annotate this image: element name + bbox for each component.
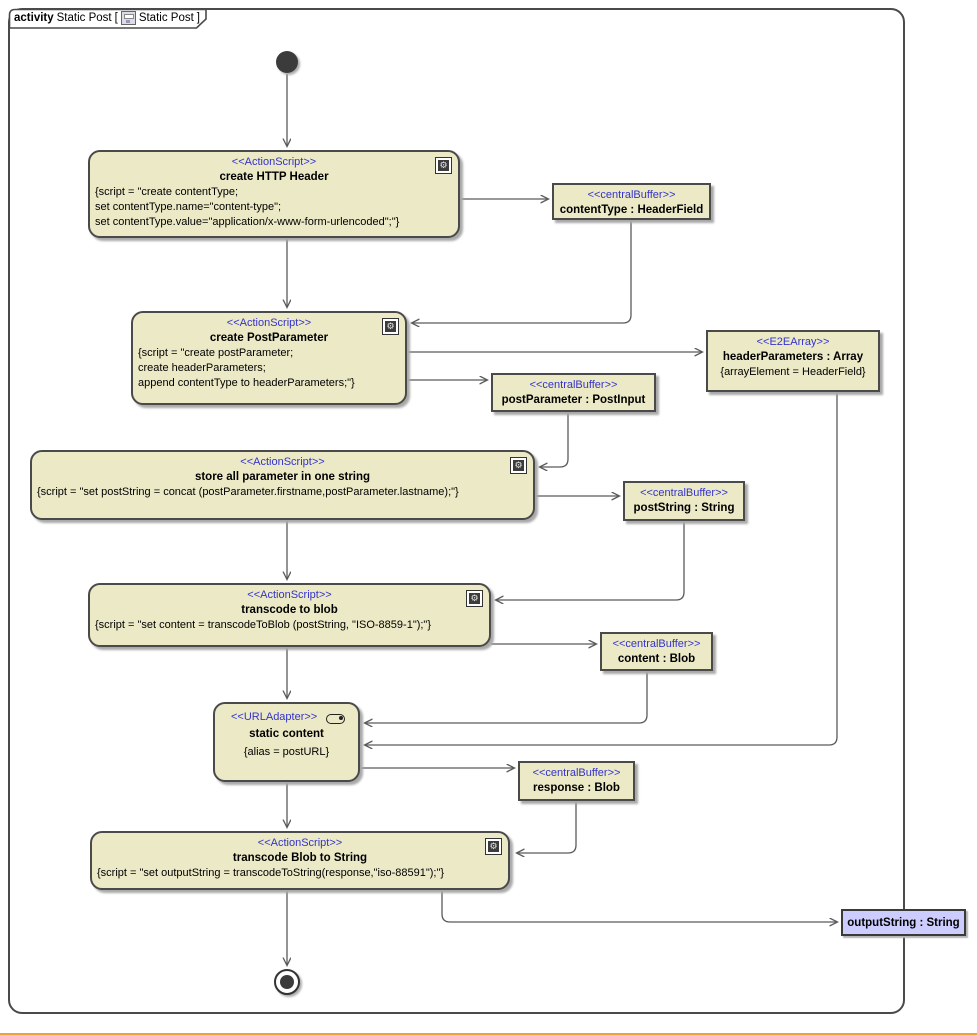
array-headerparameters[interactable]: <<E2EArray>> headerParameters : Array {a… bbox=[706, 330, 880, 392]
script-line: {script = "create postParameter; bbox=[138, 347, 294, 359]
stereotype-label: <<centralBuffer>> bbox=[612, 638, 701, 650]
script-line: create headerParameters; bbox=[138, 362, 266, 374]
stereotype-label: <<centralBuffer>> bbox=[640, 487, 728, 499]
buffer-postparameter[interactable]: <<centralBuffer>> postParameter : PostIn… bbox=[491, 373, 656, 412]
edge-contenttype-to-create-postparameter bbox=[412, 220, 632, 323]
script-line: set contentType.value="application/x-www… bbox=[95, 216, 400, 228]
edge-transcode-string-to-outputstring bbox=[441, 890, 837, 922]
parameter-outputstring[interactable]: outputString : String bbox=[841, 909, 966, 936]
constraint-line: {alias = postURL} bbox=[243, 746, 330, 758]
script-line: {script = "set postString = concat (post… bbox=[37, 486, 459, 498]
bottom-edge-artifact bbox=[0, 1033, 977, 1035]
buffer-response[interactable]: <<centralBuffer>> response : Blob bbox=[518, 761, 635, 801]
action-name: create HTTP Header bbox=[219, 171, 329, 183]
script-icon: ⚙ bbox=[466, 590, 483, 607]
edge-headerparameters-to-static-content bbox=[365, 392, 838, 745]
action-transcode-to-blob[interactable]: ⚙ <<ActionScript>> transcode to blob {sc… bbox=[88, 583, 491, 647]
script-line: {script = "create contentType; bbox=[95, 186, 239, 198]
action-name: static content bbox=[249, 728, 324, 740]
final-node[interactable] bbox=[274, 969, 300, 995]
buffer-poststring[interactable]: <<centralBuffer>> postString : String bbox=[623, 481, 745, 521]
script-line: {script = "set content = transcodeToBlob… bbox=[95, 619, 432, 631]
array-name: headerParameters : Array bbox=[722, 351, 864, 363]
initial-node[interactable] bbox=[276, 51, 298, 73]
action-name: store all parameter in one string bbox=[194, 471, 371, 483]
script-icon: ⚙ bbox=[485, 838, 502, 855]
edge-content-to-static-content bbox=[365, 671, 648, 723]
edge-poststring-to-transcode-blob bbox=[496, 521, 685, 600]
script-icon: ⚙ bbox=[510, 457, 527, 474]
buffer-name: postString : String bbox=[633, 502, 735, 514]
action-create-postparameter[interactable]: ⚙ <<ActionScript>> create PostParameter … bbox=[131, 311, 407, 405]
buffer-contenttype[interactable]: <<centralBuffer>> contentType : HeaderFi… bbox=[552, 183, 711, 220]
script-line: set contentType.name="content-type"; bbox=[95, 201, 282, 213]
action-name: transcode to blob bbox=[241, 604, 338, 616]
stereotype-label: <<centralBuffer>> bbox=[529, 379, 618, 391]
action-name: transcode Blob to String bbox=[232, 852, 368, 864]
action-static-content[interactable]: <<URLAdapter>> static content {alias = p… bbox=[213, 702, 360, 782]
stereotype-label: <<ActionScript>> bbox=[226, 317, 312, 329]
buffer-name: content : Blob bbox=[617, 653, 696, 665]
stereotype-label: <<URLAdapter>> bbox=[231, 711, 318, 723]
script-icon: ⚙ bbox=[435, 157, 452, 174]
action-transcode-blob-to-string[interactable]: ⚙ <<ActionScript>> transcode Blob to Str… bbox=[90, 831, 510, 890]
frame-title-tab-shape bbox=[8, 8, 207, 29]
edge-postparameter-to-store-all bbox=[540, 412, 569, 467]
parameter-name: outputString : String bbox=[847, 917, 960, 929]
urladapter-icon bbox=[326, 714, 345, 724]
action-create-http-header[interactable]: ⚙ <<ActionScript>> create HTTP Header {s… bbox=[88, 150, 460, 238]
frame-diagram-name: Static Post bbox=[138, 12, 194, 24]
stereotype-label: <<ActionScript>> bbox=[240, 456, 325, 468]
buffer-name: response : Blob bbox=[533, 782, 620, 794]
script-line: append contentType to headerParameters;"… bbox=[138, 377, 355, 389]
buffer-name: postParameter : PostInput bbox=[501, 394, 646, 406]
script-icon: ⚙ bbox=[382, 318, 399, 335]
frame-bracket-open: [ bbox=[114, 12, 118, 24]
stereotype-label: <<ActionScript>> bbox=[231, 156, 317, 168]
script-line: {script = "set outputString = transcodeT… bbox=[97, 867, 445, 879]
frame-name: Static Post bbox=[56, 12, 112, 24]
stereotype-label: <<ActionScript>> bbox=[257, 837, 343, 849]
stereotype-label: <<centralBuffer>> bbox=[587, 189, 676, 201]
stereotype-label: <<ActionScript>> bbox=[247, 589, 332, 601]
frame-title: activity Static Post[ Static Post ] bbox=[14, 11, 200, 25]
diagram-icon bbox=[120, 11, 136, 25]
stereotype-label: <<E2EArray>> bbox=[756, 336, 830, 348]
frame-bracket-close: ] bbox=[196, 12, 200, 24]
buffer-content[interactable]: <<centralBuffer>> content : Blob bbox=[600, 632, 713, 671]
buffer-name: contentType : HeaderField bbox=[559, 204, 704, 216]
action-name: create PostParameter bbox=[209, 332, 329, 344]
frame-keyword: activity bbox=[14, 12, 54, 24]
activity-frame bbox=[8, 8, 905, 1014]
action-store-all-parameter[interactable]: ⚙ <<ActionScript>> store all parameter i… bbox=[30, 450, 535, 520]
constraint-line: {arrayElement = HeaderField} bbox=[720, 366, 866, 378]
stereotype-label: <<centralBuffer>> bbox=[532, 767, 621, 779]
edge-response-to-transcode-string bbox=[517, 801, 577, 853]
